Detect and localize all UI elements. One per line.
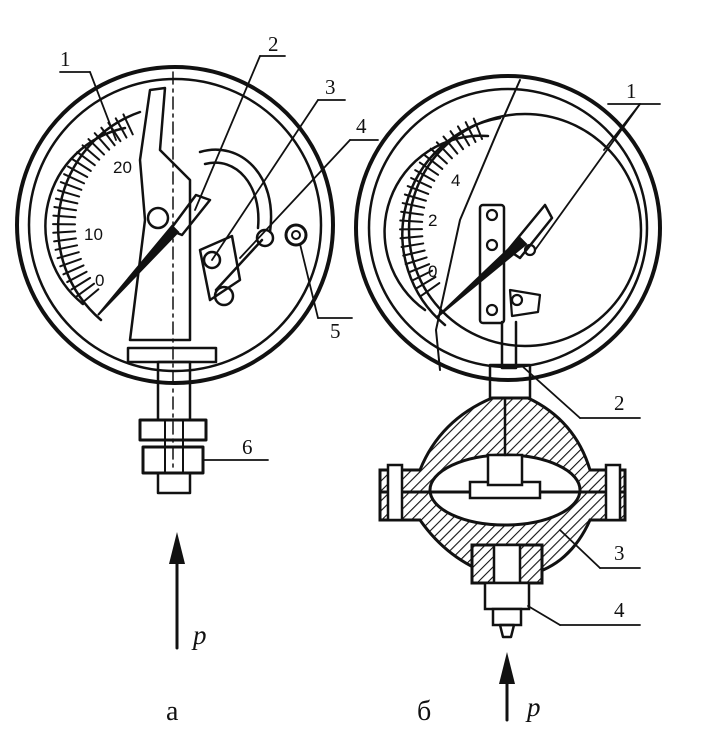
gauge-a-callout: 5 (330, 319, 341, 343)
scale-tick (87, 138, 106, 156)
scale-tick (100, 126, 116, 147)
scale-tick (456, 125, 471, 147)
scale-tick (401, 202, 426, 209)
scale-tick (81, 144, 101, 161)
scale-tick (52, 214, 77, 219)
scale-tick (52, 230, 77, 234)
gauge-a-scale-label: 0 (95, 271, 104, 290)
scale-tick (400, 242, 425, 248)
scale-tick (63, 173, 86, 185)
gauge-a-callout: 6 (242, 435, 253, 459)
scale-tick (464, 121, 477, 143)
gauge-a-callout: 4 (356, 114, 367, 138)
scale-tick (449, 130, 465, 151)
scale-tick (122, 113, 134, 136)
scale-tick (80, 288, 100, 305)
gauge-a-callout: 2 (268, 32, 279, 56)
scale-tick (435, 141, 453, 160)
gauge-b-callout: 2 (614, 391, 625, 415)
scale-tick (403, 193, 427, 202)
gauge-a-scale (44, 110, 142, 322)
scale-tick (62, 264, 85, 276)
scale-tick (53, 206, 78, 212)
scale-tick (93, 132, 111, 151)
scale-tick (420, 282, 441, 297)
gauge-a-bourdon-tube (198, 148, 273, 234)
scale-tick (411, 269, 434, 282)
scale-tick (56, 251, 80, 260)
gauge-a-scale-label: 10 (84, 225, 103, 244)
scale-tick (399, 235, 424, 240)
scale-tick (399, 219, 424, 223)
scale-tick (418, 161, 440, 176)
scale-tick (402, 249, 426, 257)
scale-tick (442, 135, 459, 155)
scale-tick (415, 276, 437, 290)
gauge-b-pointer (435, 236, 528, 319)
scale-tick (59, 181, 83, 191)
gauge-a-callout: 1 (60, 47, 71, 71)
scale-tick (400, 210, 424, 216)
gauge-a-screw (284, 223, 308, 247)
scale-tick (76, 151, 96, 167)
gauge-b-movement (478, 203, 554, 325)
scale-tick (429, 147, 448, 165)
scale-tick (75, 282, 96, 298)
gauge-b-callout: 3 (614, 541, 625, 565)
scale-tick (423, 154, 444, 170)
scale-tick (472, 117, 484, 140)
gauge-a-callout: 3 (325, 75, 336, 99)
scale-tick (404, 256, 428, 266)
scale-tick (407, 263, 431, 274)
scale-tick (59, 257, 82, 268)
gauge-b-callout: 4 (614, 598, 625, 622)
scale-tick (66, 270, 88, 284)
gauge-b-caption: б (417, 696, 431, 727)
scale-tick (114, 117, 128, 139)
gauge-b: 4 2 0 1 2 3 4 p б (354, 74, 662, 727)
gauge-b-pressure-arrow (499, 652, 515, 722)
gauge-b-scale-label: 4 (451, 171, 460, 190)
gauge-a-pressure-label: p (191, 620, 207, 650)
gauge-b-scale (383, 116, 502, 327)
scale-tick (414, 169, 436, 182)
gauge-b-fitting (470, 543, 544, 639)
scale-tick (410, 176, 433, 189)
gauge-b-outer-ring (354, 74, 662, 382)
gauge-b-pressure-label: p (525, 692, 541, 722)
gauge-a-movement (146, 193, 275, 307)
scale-tick (54, 197, 79, 205)
scale-tick (66, 165, 89, 179)
gauge-a-pressure-arrow (169, 532, 185, 650)
gauge-b-callout: 1 (626, 79, 637, 103)
gauge-a: 20 10 0 1 2 3 4 5 6 p а (15, 32, 379, 727)
scale-tick (54, 244, 79, 251)
gauge-b-scale-label: 0 (428, 262, 437, 281)
scale-tick (70, 276, 92, 291)
gauge-a-pointer (97, 224, 180, 316)
gauge-a-caption: а (166, 696, 179, 727)
gauge-a-inner-ring (27, 77, 323, 373)
gauge-b-diaphragm-housing (378, 396, 627, 577)
scale-tick (57, 189, 81, 198)
scale-tick (406, 185, 430, 195)
gauge-a-outer-ring (15, 65, 335, 385)
gauge-b-scale-label: 2 (428, 211, 437, 230)
gauge-a-scale-label: 20 (113, 158, 132, 177)
gauge-b-inner-ring (367, 87, 649, 369)
scale-tick (71, 158, 92, 172)
gauge-a-socket (128, 86, 192, 342)
scale-tick (53, 237, 77, 243)
